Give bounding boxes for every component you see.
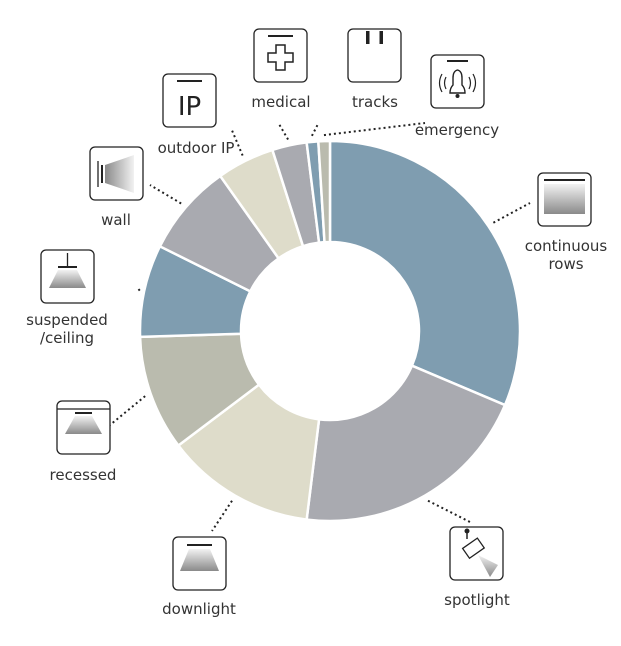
spotlight-label: spotlight [444, 591, 510, 609]
leader-downlight [211, 500, 233, 532]
tracks-label: tracks [352, 93, 398, 111]
medical-icon [253, 28, 308, 83]
leader-recessed [109, 395, 146, 426]
tracks-icon [347, 28, 402, 83]
outdoor-ip-icon: IP [162, 73, 217, 128]
leader-lines [109, 122, 531, 532]
leader-tracks [311, 123, 319, 137]
leader-emergency [323, 122, 426, 137]
leader-medical [278, 123, 289, 141]
downlight-label: downlight [162, 600, 236, 618]
outdoor-ip-icon-text: IP [178, 92, 201, 122]
recessed-icon [56, 400, 111, 455]
suspended-ceiling-icon [40, 249, 95, 304]
emergency-icon [430, 54, 485, 109]
spotlight-icon [449, 526, 504, 581]
slice-emergency [316, 139, 332, 244]
suspended-ceiling-label: suspended/ceiling [26, 311, 108, 347]
leader-continuous-rows [492, 202, 531, 224]
continuous-rows-icon [537, 172, 592, 227]
outdoor-ip-label: outdoor IP [158, 139, 235, 157]
slice-spotlight [305, 364, 507, 523]
leader-suspended-ceiling [137, 288, 141, 292]
recessed-label: recessed [50, 466, 117, 484]
leader-spotlight [427, 499, 471, 523]
wall-icon [89, 146, 144, 201]
donut-slices [138, 139, 522, 523]
slice-continuous-rows [328, 139, 522, 407]
emergency-label: emergency [415, 121, 499, 139]
medical-label: medical [251, 93, 310, 111]
wall-label: wall [101, 211, 131, 229]
leader-wall [149, 184, 182, 205]
downlight-icon [172, 536, 227, 591]
